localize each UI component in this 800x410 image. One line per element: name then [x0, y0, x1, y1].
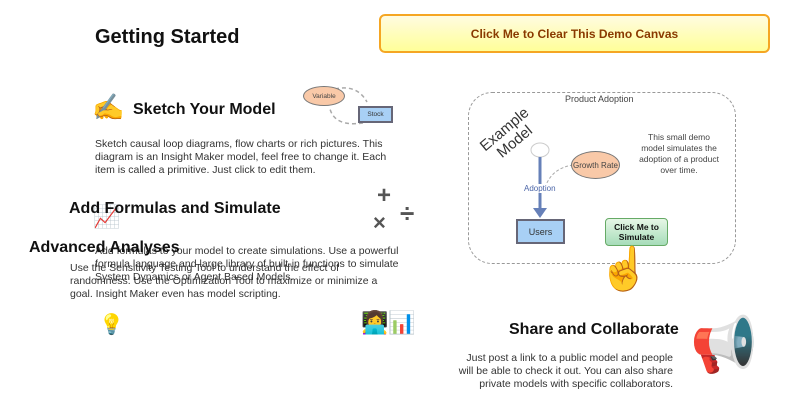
variable-node[interactable]: Variable	[303, 86, 345, 106]
flow-label[interactable]: Adoption	[524, 184, 556, 193]
stock-node[interactable]: Stock	[358, 106, 393, 123]
sketch-title: Sketch Your Model	[133, 101, 276, 118]
formulas-text: Add formulas to your model to create sim…	[95, 245, 399, 283]
sketch-text: Sketch causal loop diagrams, flow charts…	[95, 138, 387, 176]
link-arrow	[329, 108, 364, 125]
users-stock[interactable]: Users	[516, 219, 565, 244]
page-title: Getting Started	[95, 26, 240, 48]
share-text: Just post a link to a public model and p…	[458, 352, 673, 390]
advanced-title: Advanced Analyses	[29, 239, 180, 256]
share-title: Share and Collaborate	[509, 321, 679, 338]
pointing-up-icon: ☝	[598, 245, 651, 292]
advanced-text: Use the Sensitivity Testing Tool to unde…	[70, 262, 378, 300]
clear-canvas-button[interactable]: Click Me to Clear This Demo Canvas	[379, 14, 770, 53]
multiply-icon: ×	[373, 210, 386, 235]
demo-description: This small demo model simulates the adop…	[639, 132, 719, 175]
product-adoption-folder[interactable]	[468, 92, 736, 264]
flow-diagram	[530, 142, 574, 218]
plus-icon: +	[377, 182, 392, 209]
chart-icon: 📈	[93, 204, 121, 229]
formulas-title: Add Formulas and Simulate	[69, 200, 281, 217]
analyst-chart-icon: 👩‍💻📊	[361, 310, 416, 335]
link-arrow	[545, 164, 574, 186]
simulate-button[interactable]: Click Me to Simulate	[605, 218, 668, 246]
cloud-icon	[530, 142, 550, 158]
folder-label: Product Adoption	[565, 94, 634, 104]
growth-rate-node[interactable]: Growth Rate	[571, 151, 620, 179]
flow-arrowhead	[533, 208, 547, 218]
megaphone-icon: 📢	[690, 315, 758, 375]
divide-icon: ÷	[400, 198, 415, 228]
writing-hand-icon: ✍	[92, 92, 125, 122]
lightbulb-icon: 💡	[99, 314, 124, 336]
